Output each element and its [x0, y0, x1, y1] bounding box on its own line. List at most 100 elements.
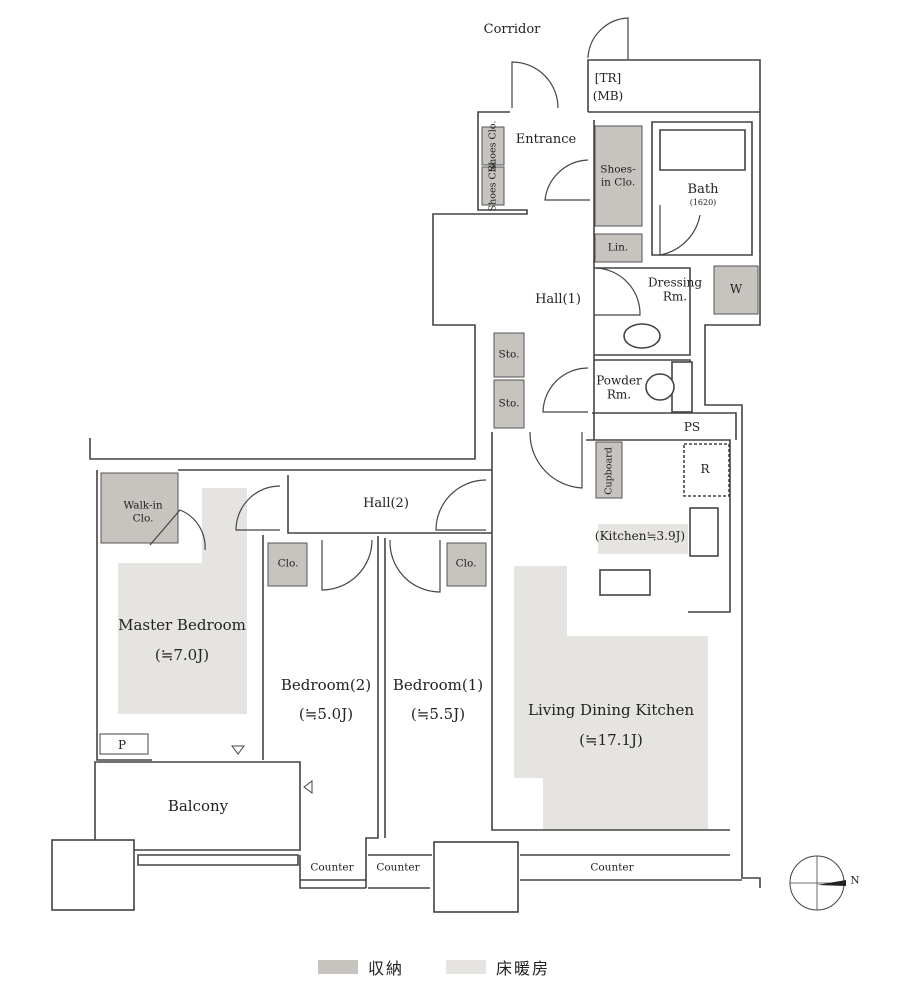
washer-pan: [713, 265, 759, 315]
master-outer: [96, 470, 152, 761]
north-label: N: [850, 874, 860, 887]
sto-2-block: [493, 379, 525, 429]
legend-storage: 収納: [318, 957, 405, 978]
sto-1-label: Sto.: [498, 348, 520, 361]
master-heating: [118, 488, 247, 714]
cupboard-label: Cupboard: [603, 447, 615, 495]
shoes-clo-2-label: Shoes Clo.: [487, 160, 499, 212]
hall2-walls: [178, 469, 492, 534]
bath-door: [659, 205, 701, 256]
arrow-marker-1: [231, 745, 245, 755]
outdoor-unit-left: [51, 839, 135, 911]
bedroom2-size-label: (≒5.0J): [298, 705, 354, 723]
legend-floor-heating: 床暖房: [446, 957, 551, 978]
entrance-label: Entrance: [515, 132, 577, 148]
counter-3-label: Counter: [590, 861, 634, 874]
master-label: Master Bedroom: [118, 616, 246, 634]
lin-block: [594, 233, 643, 263]
storage-areas: [100, 125, 759, 587]
bedroom2-label: Bedroom(2): [280, 676, 372, 694]
tr-label: [TR]: [594, 70, 622, 85]
stove: [689, 507, 719, 557]
toilet-bowl: [645, 373, 675, 401]
bath-label: Bath: [687, 182, 719, 198]
storage-swatch: [318, 960, 358, 974]
washer-label: W: [729, 281, 743, 296]
lin-label: Lin.: [607, 241, 629, 254]
sto-2-label: Sto.: [498, 397, 520, 410]
corridor-label: Corridor: [483, 22, 541, 38]
hall2-label: Hall(2): [363, 496, 409, 512]
hall2-door: [435, 479, 487, 531]
clo-bed1-label: Clo.: [455, 557, 477, 570]
living-wall: [491, 432, 730, 831]
outer-wall: [89, 111, 528, 460]
refrigerator-label: R: [700, 461, 710, 476]
wash-basin: [623, 323, 661, 349]
clo-bed2-block: [267, 542, 308, 587]
walkin-door: [149, 509, 206, 551]
powder-label: Powder Rm.: [596, 373, 642, 402]
balcony-outline: [94, 761, 301, 851]
kitchen-walls: [586, 412, 737, 613]
balcony-label: Balcony: [167, 797, 229, 815]
shoes-clo-1-block: [481, 126, 505, 166]
walls: [89, 59, 761, 889]
walkin-block: [100, 472, 179, 544]
bedroom1-size-label: (≒5.5J): [410, 705, 466, 723]
shoes-in-clo-label: Shoes-in Clo.: [600, 163, 636, 188]
compass: [789, 855, 846, 911]
ldk-size-label: (≒17.1J): [579, 731, 643, 749]
ldk-heating: [514, 566, 708, 830]
doors: [149, 17, 701, 593]
ps-label: PS: [683, 419, 701, 434]
bedroom1-label: Bedroom(1): [392, 676, 484, 694]
compass-needle: [817, 880, 846, 886]
refrigerator-space: [683, 443, 730, 497]
kitchen-island: [599, 569, 651, 596]
kitchen-label: (Kitchen≒3.9J): [594, 528, 686, 543]
heating-swatch: [446, 960, 486, 974]
counter-lines: [299, 854, 742, 889]
entry-door: [511, 61, 559, 109]
ldk-label: Living Dining Kitchen: [527, 701, 695, 719]
shoes-in-clo-block: [594, 125, 643, 227]
clo-bed1-block: [446, 542, 487, 587]
bath-walls: [593, 120, 753, 440]
outdoor-unit-right: [433, 841, 519, 913]
master-size-label: (≒7.0J): [154, 646, 210, 664]
dressing-label: Dressing Rm.: [647, 275, 703, 304]
exterior-units: [51, 129, 746, 913]
arrow-marker-2: [303, 780, 313, 794]
p-box: [99, 733, 149, 755]
hall1-label: Hall(1): [535, 292, 581, 308]
cupboard-block: [595, 441, 623, 499]
master-door: [235, 485, 281, 531]
bath-wall: [704, 112, 761, 888]
shoes-in-door: [544, 159, 590, 201]
bed2-door: [321, 539, 373, 591]
ldk-door: [529, 431, 583, 489]
toilet-tank: [671, 361, 693, 413]
dressing-door: [594, 267, 641, 316]
sto-1-block: [493, 332, 525, 378]
bed2-walls: [262, 535, 379, 888]
bath-tub: [659, 129, 746, 171]
bed1-door: [389, 539, 441, 593]
p-label: P: [117, 737, 127, 752]
kitchen-heating: [598, 524, 688, 554]
walkin-label: Walk-in Clo.: [123, 499, 163, 524]
heating-legend-label: 床暖房: [496, 959, 551, 978]
powder-door: [542, 367, 589, 413]
counter-2-label: Counter: [376, 861, 420, 874]
storage-legend-label: 収納: [368, 959, 405, 978]
clo-bed2-label: Clo.: [277, 557, 299, 570]
floor-heating-areas: [118, 488, 708, 830]
mb-label: (MB): [592, 88, 624, 103]
shoes-clo-2-block: [481, 166, 505, 206]
counter-1-label: Counter: [310, 861, 354, 874]
top-wall: [587, 59, 761, 113]
balcony-rail: [137, 854, 299, 866]
bath-size-label: (1620): [689, 198, 717, 208]
